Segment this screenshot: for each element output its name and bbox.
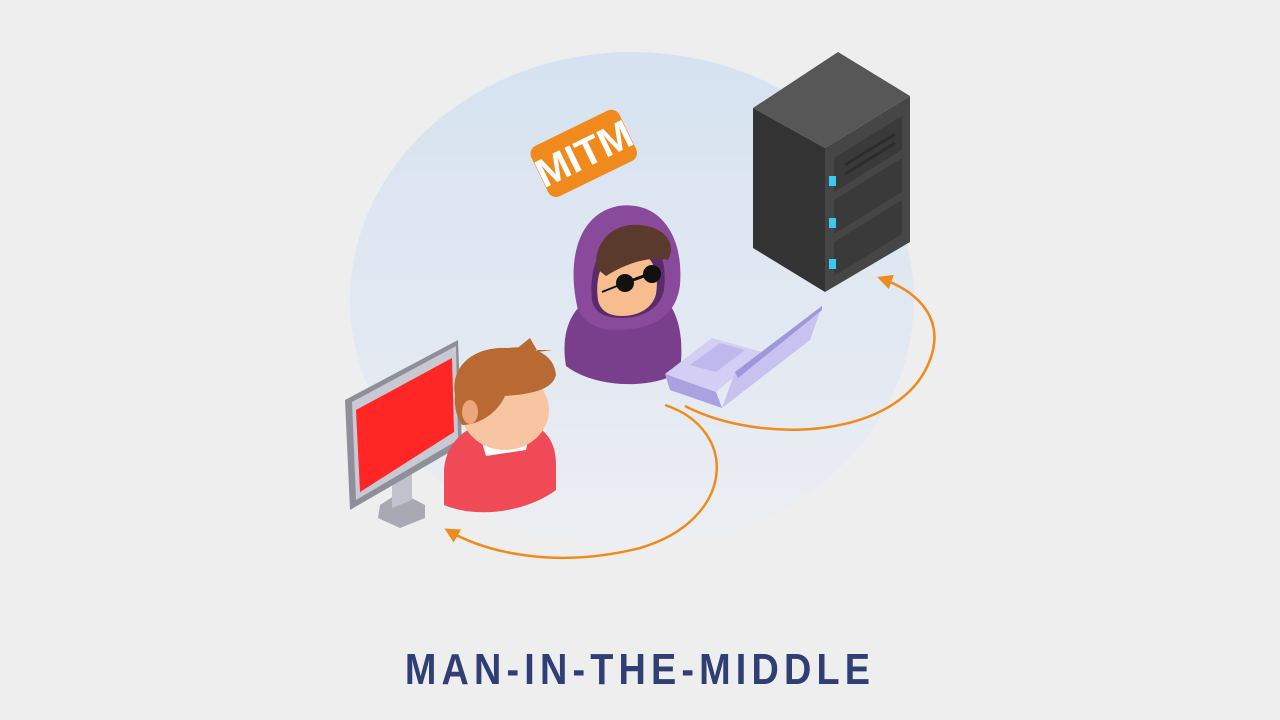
server-led-3: [829, 259, 836, 269]
hacker-icon: [564, 205, 682, 385]
user-icon: [444, 338, 556, 513]
flow-arrows: [444, 274, 936, 560]
arrow-hacker-to-server: [684, 274, 936, 431]
page-title: MAN-IN-THE-MIDDLE: [404, 645, 876, 694]
server-led-2: [829, 218, 836, 228]
server-led-1: [829, 176, 836, 186]
monitor-icon: [345, 340, 462, 528]
server-icon: [753, 52, 910, 292]
laptop-icon: [665, 306, 822, 408]
arrow-hacker-to-victim: [444, 403, 718, 560]
